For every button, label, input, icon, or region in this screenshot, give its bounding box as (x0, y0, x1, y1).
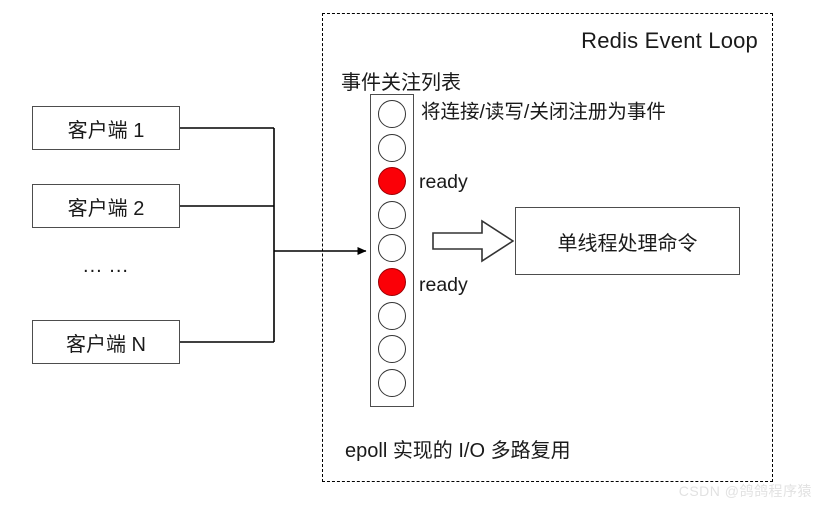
event-watch-list (370, 94, 414, 407)
ready-label-top: ready (419, 171, 468, 193)
event-slot-5 (378, 234, 406, 263)
command-box-label: 单线程处理命令 (557, 232, 698, 255)
block-arrow-right-icon (432, 219, 514, 263)
client-label: 客户端 2 (67, 197, 145, 220)
client-label: 客户端 N (66, 333, 146, 356)
event-slot-7 (378, 301, 406, 330)
single-thread-command-box: 单线程处理命令 (515, 207, 740, 275)
redis-event-loop-region: Redis Event Loop 事件关注列表 epoll 实现的 I/O 多路… (322, 13, 773, 482)
event-slot-9 (378, 368, 406, 397)
event-slot-1 (378, 100, 406, 128)
event-slot-3 (378, 167, 406, 196)
client-box-n: 客户端 N (32, 320, 180, 364)
event-slot-8 (378, 335, 406, 364)
ready-label-bottom: ready (419, 274, 468, 296)
register-event-note: 将连接/读写/关闭注册为事件 (421, 101, 666, 123)
csdn-watermark: CSDN @鸽鸽程序猿 (678, 483, 812, 499)
watch-list-label: 事件关注列表 (341, 72, 461, 94)
event-slot-4 (378, 200, 406, 229)
client-box-2: 客户端 2 (32, 184, 180, 228)
client-box-1: 客户端 1 (32, 106, 180, 150)
clients-ellipsis: ... ... (83, 255, 129, 277)
client-label: 客户端 1 (67, 119, 145, 142)
event-slot-2 (378, 133, 406, 162)
event-loop-title: Redis Event Loop (581, 28, 758, 53)
epoll-multiplexing-label: epoll 实现的 I/O 多路复用 (345, 440, 571, 462)
event-slot-6 (378, 267, 406, 296)
